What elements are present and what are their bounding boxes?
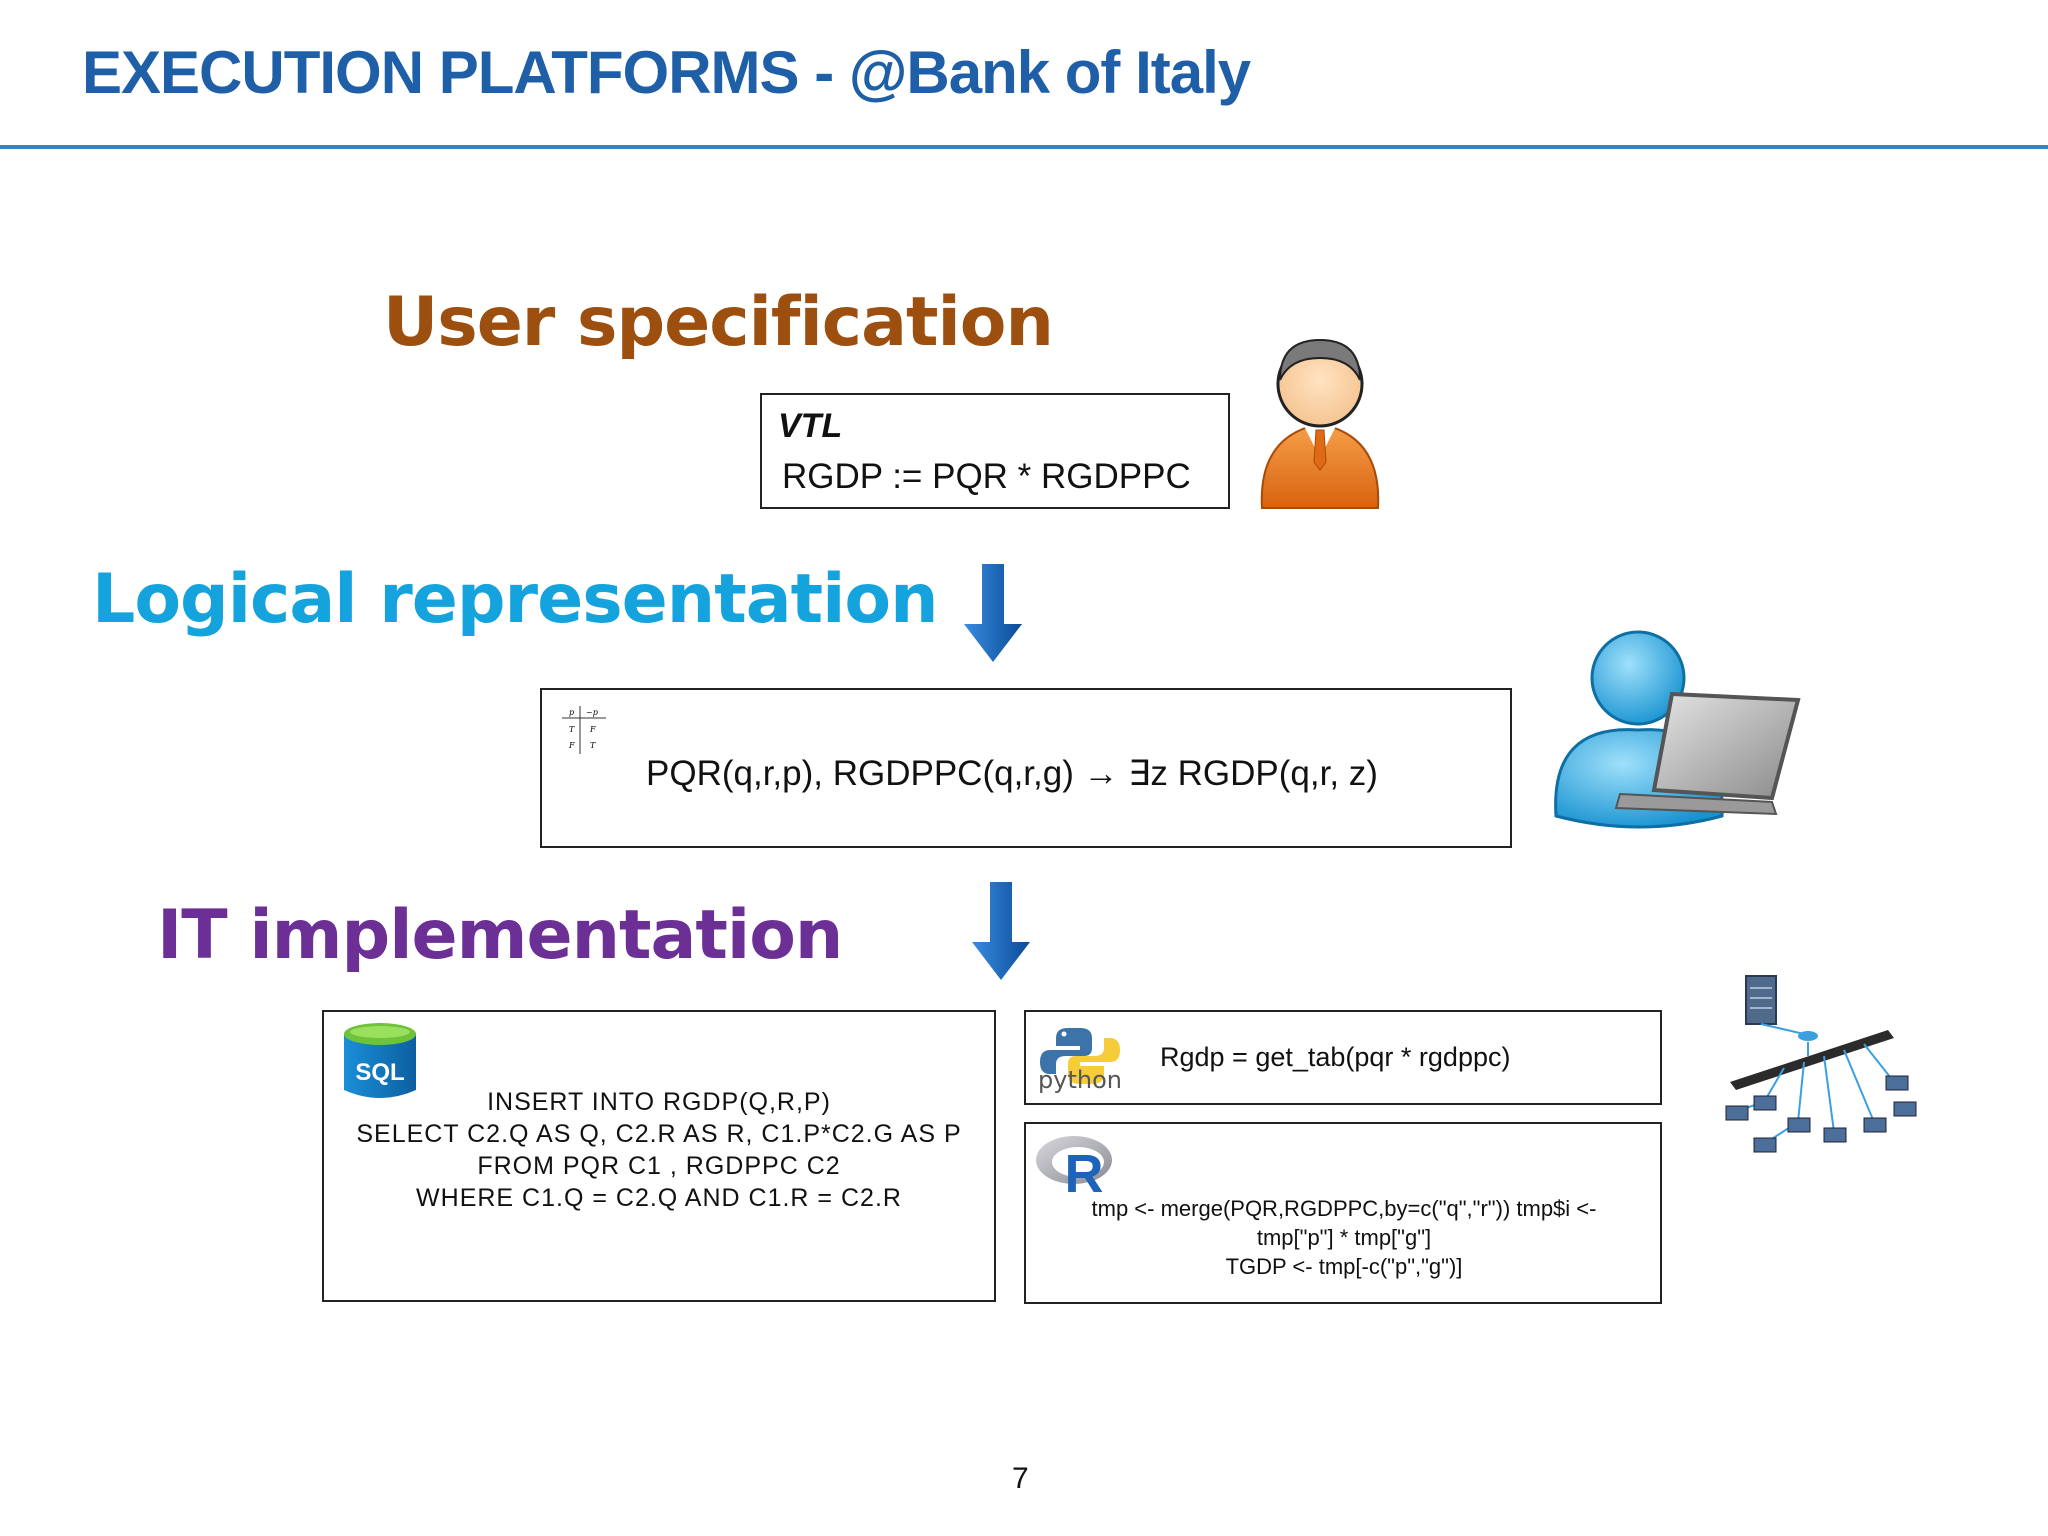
svg-text:F: F	[589, 725, 596, 734]
slide-title: EXECUTION PLATFORMS - @Bank of Italy	[82, 39, 1251, 106]
page-number: 7	[1012, 1462, 1029, 1495]
svg-text:T: T	[569, 725, 575, 734]
sql-line: FROM PQR C1 , RGDPPC C2	[477, 1152, 841, 1180]
sql-box: SQL INSERT INTO RGDP(Q,R,P) SELECT C2.Q …	[322, 1010, 996, 1302]
python-logo-text: python	[1038, 1066, 1122, 1094]
svg-text:T: T	[590, 741, 596, 750]
r-line: tmp["p"] * tmp["g"]	[1256, 1225, 1432, 1250]
r-line: TGDP <- tmp[-c("p","g")]	[1225, 1254, 1463, 1279]
r-logo-icon: R	[1036, 1136, 1112, 1196]
sql-code: INSERT INTO RGDP(Q,R,P) SELECT C2.Q AS Q…	[324, 1086, 994, 1214]
truth-table-icon: p ~p T F F T	[562, 706, 606, 754]
arrow-down-icon	[972, 882, 1030, 980]
user-specification-heading: User specification	[383, 283, 1054, 362]
r-line: tmp <- merge(PQR,RGDPPC,by=c("q","r")) t…	[1091, 1196, 1597, 1221]
logical-box: p ~p T F F T PQR(q,r,p), RGDPPC(q,r,g) →…	[540, 688, 1512, 848]
businessman-icon	[1260, 338, 1380, 509]
it-implementation-heading: IT implementation	[157, 896, 843, 975]
python-logo-icon: python	[1038, 1028, 1122, 1094]
sql-line: SELECT C2.Q AS Q, C2.R AS R, C1.P*C2.G A…	[356, 1120, 962, 1148]
network-diagram-icon	[1725, 975, 1917, 1153]
sql-line: WHERE C1.Q = C2.Q AND C1.R = C2.R	[416, 1184, 902, 1212]
svg-text:p: p	[569, 708, 574, 717]
r-code: tmp <- merge(PQR,RGDPPC,by=c("q","r")) t…	[1046, 1194, 1642, 1281]
r-box: R tmp <- merge(PQR,RGDPPC,by=c("q","r"))…	[1024, 1122, 1662, 1304]
svg-text:~p: ~p	[586, 708, 598, 717]
vtl-expression: RGDP := PQR * RGDPPC	[782, 457, 1191, 496]
sql-logo-text: SQL	[355, 1059, 404, 1086]
user-laptop-icon	[1554, 630, 1801, 829]
vtl-label: VTL	[778, 407, 843, 445]
r-logo-text: R	[1065, 1144, 1104, 1196]
vtl-box: VTL RGDP := PQR * RGDPPC	[760, 393, 1230, 509]
logical-representation-heading: Logical representation	[92, 560, 939, 639]
title-divider	[0, 145, 2048, 149]
sql-database-icon: SQL	[344, 1023, 416, 1098]
python-box: python Rgdp = get_tab(pqr * rgdppc)	[1024, 1010, 1662, 1105]
python-code: Rgdp = get_tab(pqr * rgdppc)	[1160, 1042, 1511, 1072]
sql-line: INSERT INTO RGDP(Q,R,P)	[487, 1088, 831, 1116]
logical-expression: PQR(q,r,p), RGDPPC(q,r,g) → ∃z RGDP(q,r,…	[646, 754, 1378, 793]
arrow-down-icon	[964, 564, 1022, 662]
svg-text:F: F	[568, 741, 575, 750]
